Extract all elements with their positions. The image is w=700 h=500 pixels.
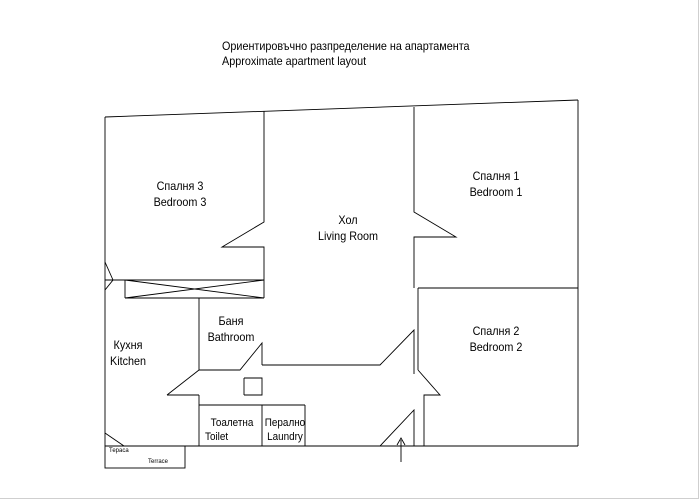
wall-living-bedroom1 [413,107,458,288]
corridor-closet [244,377,263,396]
title-bulgarian: Ориентировъчно разпределение на апартаме… [222,39,470,53]
wall-bedroom3-living [220,111,265,298]
entrance-arrow-head [396,437,406,446]
corridor-diagonal-left [166,369,200,396]
bedroom2-label-en: Bedroom 2 [469,340,523,354]
room-laundry: Перално Laundry [263,416,308,444]
bedroom2-label-bg: Спалня 2 [472,324,520,338]
corridor-top-wall [262,328,415,374]
bedroom3-label-bg: Спалня 3 [156,179,204,193]
room-toilet: Тоалетна Toilet [203,416,261,444]
kitchen-door [104,261,114,291]
toilet-label-bg: Тоалетна [210,417,254,429]
terrace-label-bg: Тераса [109,448,129,454]
kitchen-label-bg: Кухня [113,338,143,352]
wall-corridor-bedroom2 [417,369,441,446]
room-living: Хол Living Room [312,212,384,244]
bedroom3-label-en: Bedroom 3 [153,195,207,209]
room-bedroom2: Спалня 2 Bedroom 2 [460,323,532,355]
room-bedroom1: Спалня 1 Bedroom 1 [460,168,532,200]
living-label-en: Living Room [317,229,379,243]
room-bedroom3: Спалня 3 Bedroom 3 [144,178,216,210]
terrace-door [104,432,125,447]
laundry-label-en: Laundry [267,431,303,443]
closet-cross [124,279,265,299]
bathroom-label-bg: Баня [218,314,244,328]
entrance-door [379,408,415,447]
terrace-label-en: Terrace [148,459,169,465]
laundry-label-bg: Перално [264,417,306,429]
terrace-outline [104,445,186,469]
bathroom-door [199,341,263,371]
outer-wall-top [104,99,579,118]
room-bathroom: Баня Bathroom [200,313,263,345]
bathroom-label-en: Bathroom [207,330,255,344]
toilet-label-en: Toilet [205,431,229,443]
bedroom1-label-en: Bedroom 1 [469,185,523,199]
kitchen-label-en: Kitchen [109,354,147,368]
living-label-bg: Хол [338,213,358,227]
bedroom1-label-bg: Спалня 1 [472,169,520,183]
title-english: Approximate apartment layout [222,54,367,68]
room-kitchen: Кухня Kitchen [99,337,157,369]
